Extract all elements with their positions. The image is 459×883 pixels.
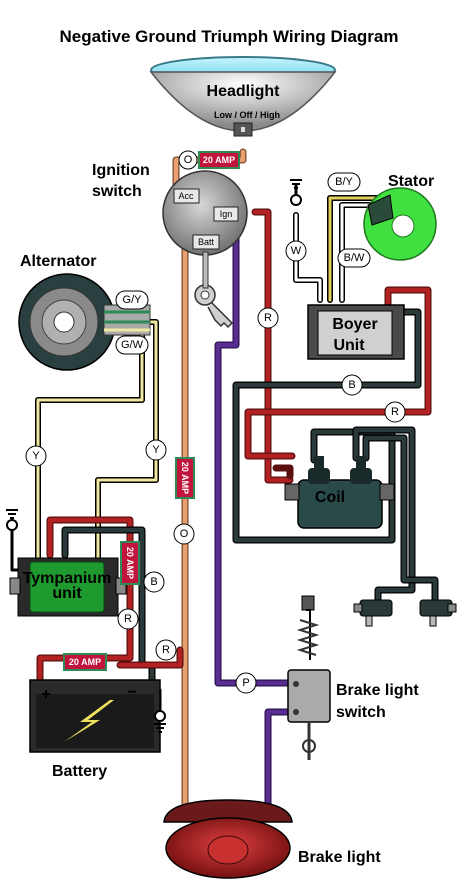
tympanium-label-1: Tympanium — [23, 570, 112, 587]
battery-minus: − — [127, 684, 136, 701]
ignition-label-2: switch — [92, 183, 142, 200]
wire-label-y-left: Y — [25, 445, 47, 467]
boyer-unit: Boyer Unit — [307, 304, 405, 360]
wire-label-w: W — [285, 240, 307, 262]
wire-label-p-brake: P — [235, 672, 257, 694]
stator: Stator — [363, 173, 437, 261]
coil-label: Coil — [315, 489, 345, 506]
fuse-tympanium: 20 AMP — [120, 541, 140, 585]
svg-text:R: R — [124, 613, 132, 625]
svg-text:B/W: B/W — [344, 252, 365, 264]
fuse-middle-label: 20 AMP — [180, 462, 190, 494]
alternator-label: Alternator — [20, 253, 96, 270]
ign-terminal-acc — [173, 188, 200, 204]
wire-label-bubbles: O B/Y W B/W G/Y G/W R B R Y Y O B R R P — [25, 150, 406, 694]
wire-label-b-tymp: B — [143, 571, 165, 593]
headlight: Headlight Low / Off / High — [149, 56, 337, 137]
boyer-label-1: Boyer — [332, 316, 377, 333]
ground-icon — [6, 509, 18, 531]
spark-plug-left — [353, 599, 393, 627]
svg-text:Acc: Acc — [178, 191, 194, 201]
fuse-tympanium-label: 20 AMP — [125, 547, 135, 579]
svg-text:W: W — [291, 245, 302, 257]
wire-label-gy: G/Y — [115, 290, 149, 310]
brake-switch-label-2: switch — [336, 704, 386, 721]
svg-text:R: R — [162, 644, 170, 656]
spark-plug-right — [419, 599, 457, 627]
wire-purple-brake — [264, 708, 300, 812]
brake-switch-label-1: Brake light — [336, 682, 419, 699]
svg-text:O: O — [184, 154, 193, 166]
svg-text:G/Y: G/Y — [123, 294, 143, 306]
stator-label: Stator — [388, 173, 434, 190]
svg-text:B: B — [150, 576, 157, 588]
lightning-icon — [64, 700, 114, 742]
wire-label-r-ign: R — [257, 307, 279, 329]
fuse-top: 20 AMP — [198, 151, 240, 169]
boyer-label-2: Unit — [333, 337, 365, 354]
key-icon — [194, 251, 234, 329]
fuse-battery: 20 AMP — [63, 653, 107, 671]
ign-terminal-ign — [213, 206, 239, 222]
tympanium-unit: Tympanium unit — [9, 557, 127, 617]
headlight-switch-label: Low / Off / High — [214, 110, 280, 120]
wire-label-bw: B/W — [337, 248, 371, 268]
svg-text:R: R — [264, 312, 272, 324]
wire-label-r-coil: R — [384, 401, 406, 423]
fuse-top-label: 20 AMP — [203, 155, 235, 165]
wire-label-gw: G/W — [115, 335, 149, 355]
svg-text:Y: Y — [152, 444, 160, 456]
wire-purple — [214, 211, 294, 687]
brake-light: Brake light — [163, 799, 381, 879]
ground-symbols — [6, 179, 302, 733]
svg-text:B/Y: B/Y — [335, 176, 353, 188]
svg-text:Y: Y — [32, 450, 40, 462]
wire-label-r-batt: R — [155, 639, 177, 661]
ground-icon — [154, 710, 166, 733]
svg-text:G/W: G/W — [121, 339, 144, 351]
wire-label-o-mid: O — [173, 523, 195, 545]
svg-text:Ign: Ign — [220, 209, 233, 219]
ign-terminal-batt — [192, 234, 220, 250]
alternator: Alternator — [18, 253, 151, 371]
brake-light-label: Brake light — [298, 849, 381, 866]
coil: Coil — [284, 456, 395, 529]
fuse-battery-label: 20 AMP — [69, 657, 101, 667]
svg-text:Batt: Batt — [198, 237, 215, 247]
svg-text:R: R — [391, 406, 399, 418]
wire-label-b-boyer: B — [341, 374, 363, 396]
fuse-middle: 20 AMP — [175, 457, 195, 499]
svg-text:B: B — [348, 379, 355, 391]
battery-plus: + — [41, 686, 50, 703]
wire-label-o-top: O — [178, 150, 198, 170]
ignition-switch[interactable]: Ignition switch Acc Ign Batt — [92, 162, 248, 329]
wire-label-r-tymp: R — [117, 608, 139, 630]
ground-icon — [290, 179, 302, 206]
wire-red-ign-coil — [251, 208, 294, 484]
svg-text:P: P — [242, 677, 249, 689]
tympanium-label-2: unit — [52, 585, 82, 602]
ignition-label-1: Ignition — [92, 162, 150, 179]
brake-light-switch[interactable]: Brake light switch — [287, 595, 419, 760]
svg-text:O: O — [180, 528, 189, 540]
wire-label-by: B/Y — [327, 172, 361, 192]
battery: + − Battery — [29, 679, 161, 780]
diagram-title: Negative Ground Triumph Wiring Diagram — [60, 27, 399, 46]
headlight-label: Headlight — [207, 83, 281, 100]
battery-label: Battery — [52, 763, 107, 780]
wires — [10, 148, 439, 814]
wire-label-y-right: Y — [145, 439, 167, 461]
